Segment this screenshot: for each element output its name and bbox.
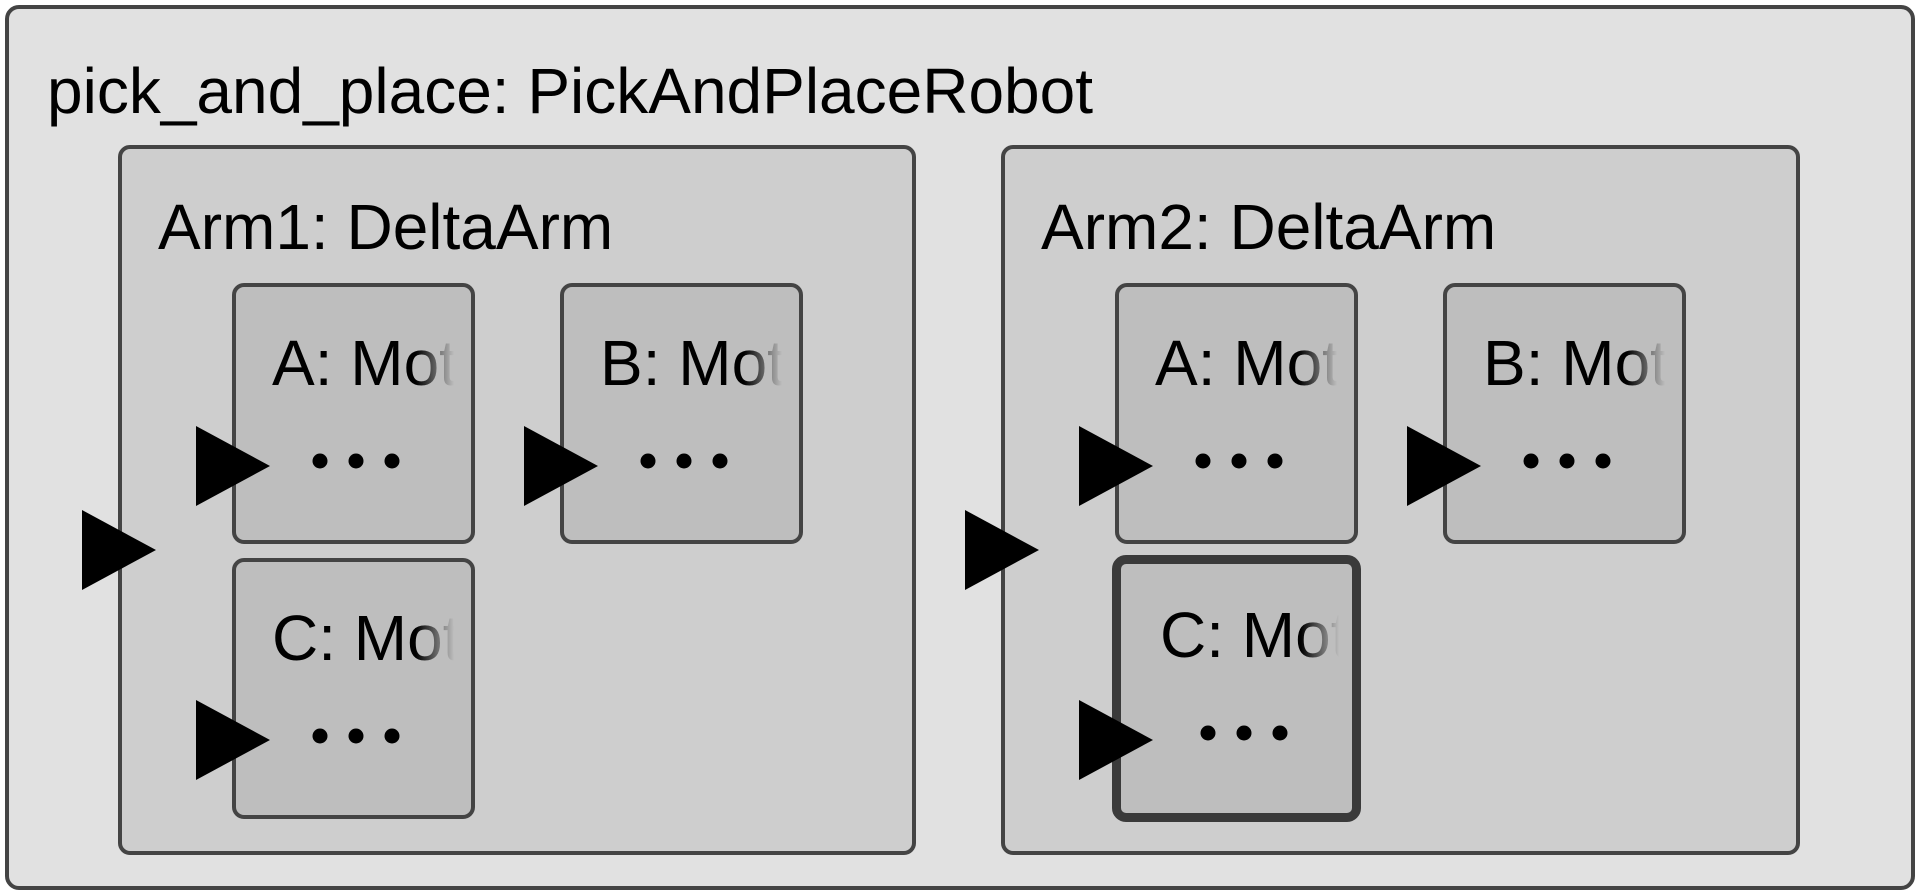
arm1-block-title: Arm1: DeltaArm — [158, 191, 614, 263]
arm2-motor-a-port-triangle-icon[interactable] — [1079, 426, 1153, 506]
motor-label: A: Motor — [1155, 331, 1354, 395]
arm2-input-port-triangle-icon[interactable] — [965, 510, 1039, 590]
arm2-motor-b-block[interactable]: B: Motor — [1443, 283, 1686, 544]
motor-label: B: Motor — [1483, 331, 1682, 395]
arm2-motor-a-block[interactable]: A: Motor — [1115, 283, 1358, 544]
arm1-motor-b-port-triangle-icon[interactable] — [524, 426, 598, 506]
arm1-input-port-triangle-icon[interactable] — [82, 510, 156, 590]
arm2-motor-c-port-triangle-icon[interactable] — [1079, 700, 1153, 780]
ellipsis-icon — [640, 453, 728, 469]
arm2-block-title: Arm2: DeltaArm — [1041, 191, 1497, 263]
motor-label: A: Motor — [272, 331, 471, 395]
arm2-motor-c-block-selected[interactable]: C: Motor — [1112, 555, 1361, 822]
ellipsis-icon — [312, 728, 400, 744]
ellipsis-icon — [1200, 725, 1288, 741]
arm1-motor-c-port-triangle-icon[interactable] — [196, 700, 270, 780]
motor-label: C: Motor — [272, 606, 471, 670]
arm2-motor-b-port-triangle-icon[interactable] — [1407, 426, 1481, 506]
arm1-motor-b-block[interactable]: B: Motor — [560, 283, 803, 544]
arm1-motor-c-block[interactable]: C: Motor — [232, 558, 475, 819]
motor-label: C: Motor — [1160, 603, 1352, 667]
ellipsis-icon — [1195, 453, 1283, 469]
arm1-motor-a-block[interactable]: A: Motor — [232, 283, 475, 544]
motor-label: B: Motor — [600, 331, 799, 395]
ellipsis-icon — [1523, 453, 1611, 469]
root-block-title: pick_and_place: PickAndPlaceRobot — [47, 55, 1093, 127]
arm1-motor-a-port-triangle-icon[interactable] — [196, 426, 270, 506]
ellipsis-icon — [312, 453, 400, 469]
